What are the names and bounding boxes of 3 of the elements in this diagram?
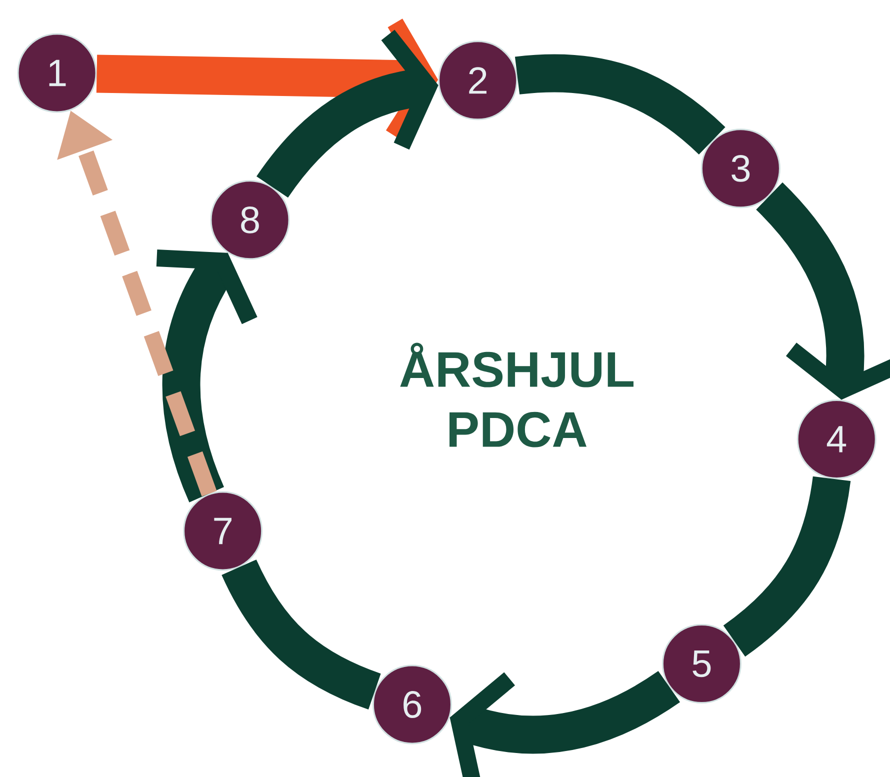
title: ÅRSHJUL PDCA [400,342,634,448]
ring-arrow [156,250,258,502]
arrow [96,18,438,140]
